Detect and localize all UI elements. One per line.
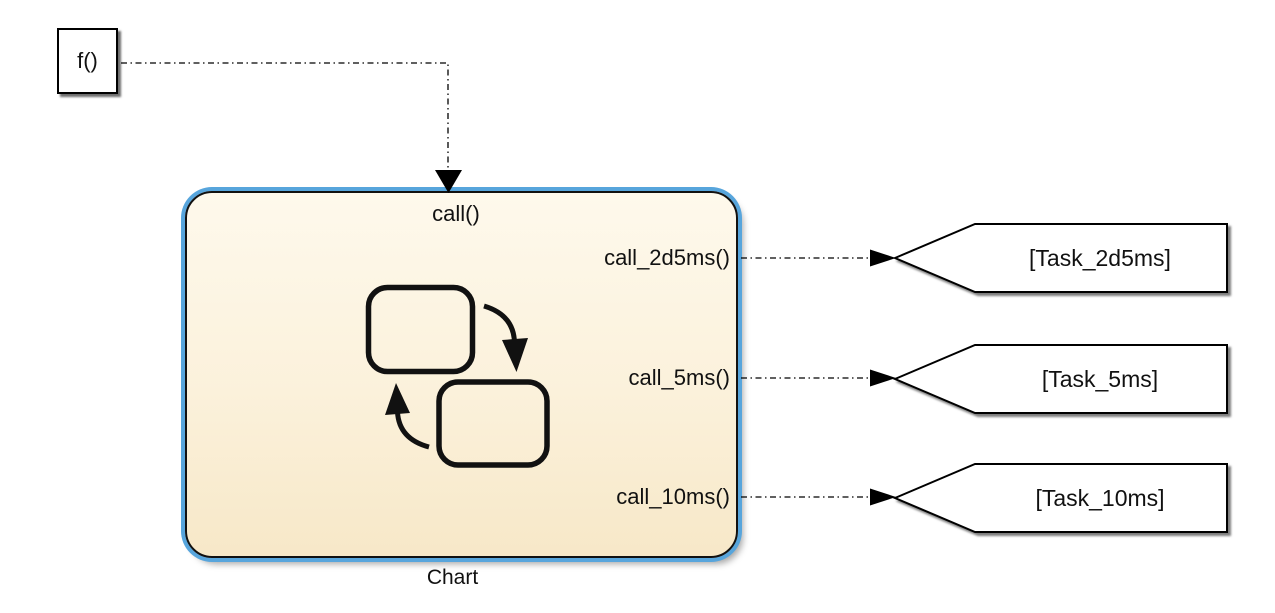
connector-chart-to-task-5ms[interactable] [741, 369, 896, 387]
goto-tag-label: [Task_5ms] [1042, 366, 1158, 392]
goto-block-task-2d5ms[interactable]: [Task_2d5ms] [892, 221, 1238, 299]
goto-tag-shape [892, 344, 1228, 414]
chart-output-port-label-3: call_10ms() [616, 484, 730, 509]
function-caller-block[interactable]: f() [57, 28, 118, 94]
goto-tag-shape [892, 223, 1228, 293]
state-machine-cycle-icon [365, 284, 550, 468]
connector-chart-to-task-2d5ms[interactable] [741, 249, 896, 267]
chart-block[interactable]: call() call_2d5ms() call_5ms() call_10ms… [185, 191, 738, 558]
connector-f-to-chart[interactable] [121, 62, 462, 193]
goto-tag-shape [892, 463, 1228, 533]
connector-chart-to-task-10ms[interactable] [741, 488, 896, 506]
goto-tag-label: [Task_10ms] [1035, 485, 1164, 511]
chart-output-port-label-2: call_5ms() [628, 365, 730, 390]
down-arrowhead-icon [435, 170, 462, 193]
chart-output-port-label-1: call_2d5ms() [604, 245, 730, 270]
function-caller-label: f() [77, 48, 98, 73]
goto-block-task-5ms[interactable]: [Task_5ms] [892, 342, 1238, 420]
chart-entry-port-label: call() [432, 201, 480, 226]
chart-name-label[interactable]: Chart [426, 566, 479, 589]
goto-tag-label: [Task_2d5ms] [1029, 245, 1171, 271]
goto-block-task-10ms[interactable]: [Task_10ms] [892, 461, 1238, 539]
